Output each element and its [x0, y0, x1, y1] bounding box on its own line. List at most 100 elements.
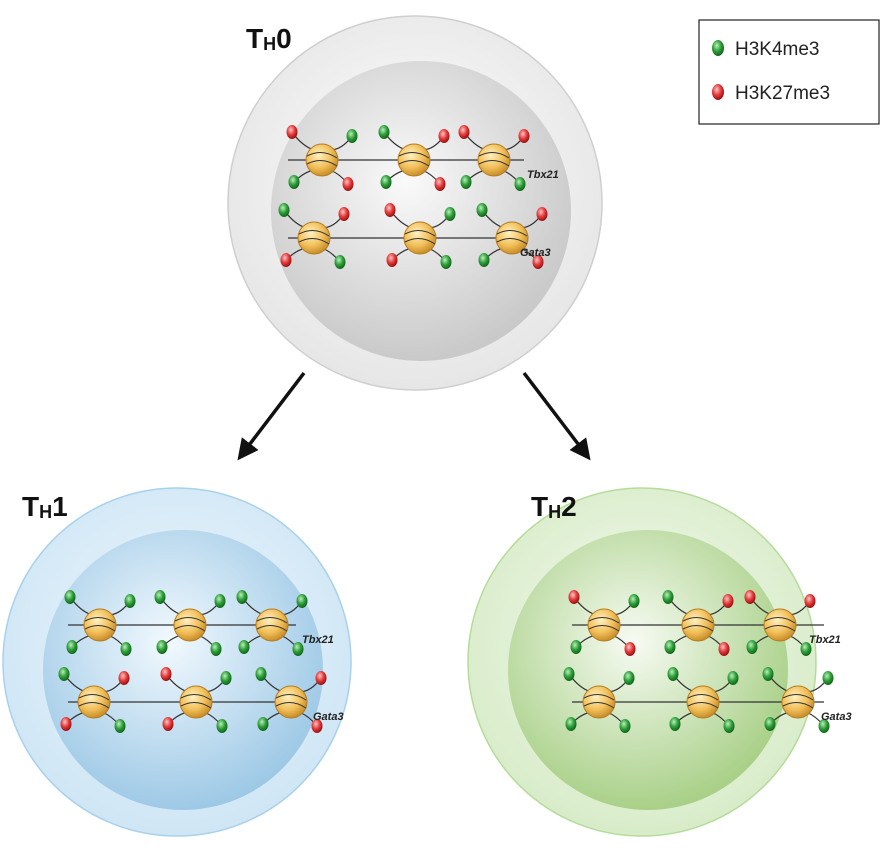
h3k27me3-mark	[162, 717, 174, 731]
nucleosome	[64, 590, 136, 656]
h3k27me3-mark	[315, 671, 327, 685]
h3k4me3-mark	[114, 719, 126, 733]
h3k4me3-mark	[440, 255, 452, 269]
h3k4me3-mark	[216, 719, 228, 733]
h3k4me3-mark	[623, 671, 635, 685]
nucleosome	[476, 203, 548, 269]
h3k4me3-mark	[628, 594, 640, 608]
dna-wrap	[398, 160, 430, 167]
dna-wrap	[275, 694, 307, 701]
h3k27me3-mark	[568, 590, 580, 604]
dna-wrap	[478, 160, 510, 167]
dna-wrap	[682, 617, 714, 624]
h3k4me3-mark	[565, 717, 577, 731]
dna-wrap	[583, 702, 615, 709]
dna-wrap	[764, 625, 796, 632]
dna-wrap	[84, 625, 116, 632]
h3k4me3-mark	[66, 640, 78, 654]
h3k4me3-mark	[257, 717, 269, 731]
dna-wrap	[256, 625, 288, 632]
arrow-th0-to-th2	[522, 371, 591, 461]
gene-label: Tbx21	[302, 634, 334, 646]
nucleosome	[286, 125, 358, 191]
th1-gene-gata3: Gata3	[58, 667, 344, 733]
h3k27me3-mark	[384, 203, 396, 217]
dna-wrap	[78, 694, 110, 701]
h3k27me3-mark	[744, 590, 756, 604]
th0-nucleus	[271, 61, 571, 361]
h3k4me3-mark	[746, 640, 758, 654]
th2-nucleus	[508, 530, 788, 810]
h3k4me3-mark	[296, 594, 308, 608]
dna-wrap	[306, 152, 338, 159]
h3k27me3-mark	[718, 642, 730, 656]
h3k4me3-mark	[662, 590, 674, 604]
legend-label-h3k27me3: H3K27me3	[735, 83, 830, 104]
h3k27me3-mark	[118, 671, 130, 685]
dna-wrap	[588, 617, 620, 624]
h3k4me3-mark	[669, 717, 681, 731]
dna-wrap	[478, 152, 510, 159]
nucleosome	[744, 590, 816, 656]
nucleosome	[667, 667, 739, 733]
h3k4me3-mark	[727, 671, 739, 685]
h3k27me3-mark	[311, 719, 323, 733]
h3k4me3-mark	[667, 667, 679, 681]
dna-wrap	[682, 625, 714, 632]
h3k27me3-mark	[532, 255, 544, 269]
th1-nucleus	[43, 530, 323, 810]
h3k4me3-mark	[478, 253, 490, 267]
h3k4me3-mark	[214, 594, 226, 608]
h3k4me3-mark	[278, 203, 290, 217]
h3k4me3-mark	[563, 667, 575, 681]
h3k4me3-mark	[664, 640, 676, 654]
dna-wrap	[180, 694, 212, 701]
dna-wrap	[306, 160, 338, 167]
h3k27me3-mark	[280, 253, 292, 267]
dna-wrap	[782, 702, 814, 709]
dna-wrap	[687, 702, 719, 709]
h3k4me3-mark	[58, 667, 70, 681]
h3k4me3-mark	[818, 719, 830, 733]
nucleosome	[568, 590, 640, 656]
nucleosome	[662, 590, 734, 656]
h3k4me3-mark	[460, 175, 472, 189]
th0-gene-tbx21: Tbx21	[286, 125, 559, 191]
legend-swatch-h3k4me3	[712, 40, 724, 56]
gene-label: Gata3	[520, 247, 551, 259]
dna-wrap	[496, 238, 528, 245]
h3k27me3-mark	[60, 717, 72, 731]
dna-wrap	[398, 152, 430, 159]
nucleosome	[278, 203, 350, 269]
dna-wrap	[782, 694, 814, 701]
nucleosome	[378, 125, 450, 191]
h3k4me3-mark	[210, 642, 222, 656]
h3k4me3-mark	[800, 642, 812, 656]
gene-label: Gata3	[821, 711, 852, 723]
dna-wrap	[174, 617, 206, 624]
h3k4me3-mark	[220, 671, 232, 685]
dna-wrap	[298, 238, 330, 245]
dna-wrap	[687, 694, 719, 701]
nucleosome	[762, 667, 834, 733]
h3k4me3-mark	[822, 671, 834, 685]
h3k27me3-mark	[386, 253, 398, 267]
th2-gene-gata3: Gata3	[563, 667, 852, 733]
h3k27me3-mark	[342, 177, 354, 191]
h3k4me3-mark	[380, 175, 392, 189]
dna-wrap	[583, 694, 615, 701]
legend-box	[698, 19, 880, 125]
h3k4me3-mark	[334, 255, 346, 269]
th2-gene-tbx21: Tbx21	[568, 590, 841, 656]
dna-wrap	[764, 617, 796, 624]
nucleosome	[255, 667, 327, 733]
arrow-th0-to-th1	[237, 371, 306, 461]
th0-gene-gata3: Gata3	[278, 203, 551, 269]
dna-wrap	[404, 238, 436, 245]
h3k27me3-mark	[804, 594, 816, 608]
nucleosome	[154, 590, 226, 656]
dna-wrap	[174, 625, 206, 632]
